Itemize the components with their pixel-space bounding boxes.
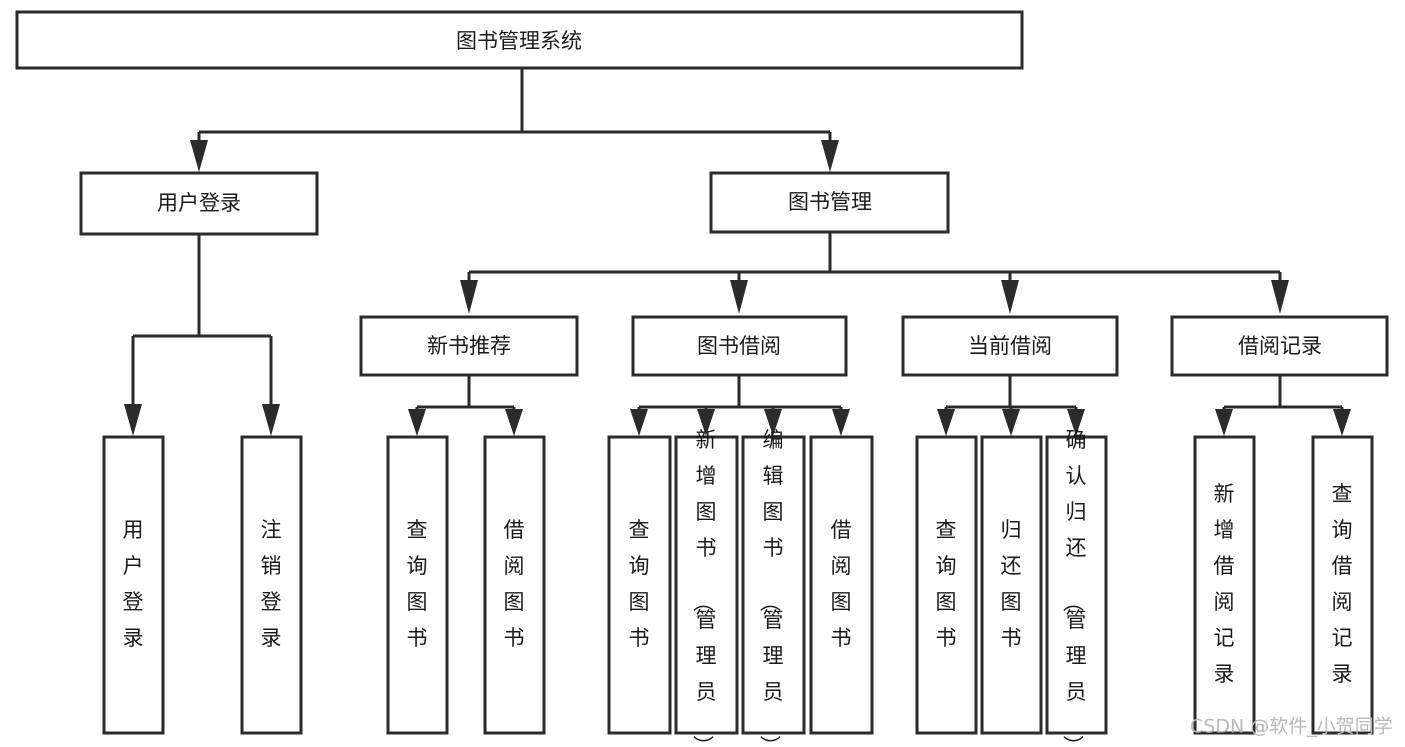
arrow-to-leaf-confirm-return: [1067, 409, 1085, 436]
arrow-to-leaf-borrow-book-2: [832, 409, 850, 436]
node-leaf-query-record-label: 查询借阅记录: [1332, 482, 1353, 686]
node-leaf-query-book-1-box[interactable]: [386, 435, 449, 735]
watermark: CSDN @软件_小贺同学: [1190, 716, 1393, 738]
node-layer: 图书管理系统 用户登录 图书管理 新书推荐 图书借阅 当前借阅: [15, 10, 1389, 747]
node-book-manage-box[interactable]: [709, 171, 950, 234]
connector-layer: [124, 68, 1351, 436]
node-leaf-query-book-1[interactable]: 查询图书: [386, 435, 449, 735]
node-leaf-confirm-return-label: 确认归还（管理员）: [1061, 428, 1087, 747]
node-new-book-rec[interactable]: 新书推荐: [359, 315, 579, 377]
node-leaf-confirm-return-box[interactable]: [1045, 435, 1108, 735]
node-leaf-logout-box[interactable]: [240, 435, 303, 735]
node-book-borrow-label: 图书借阅: [697, 334, 781, 358]
node-leaf-query-record-box[interactable]: [1311, 435, 1374, 735]
node-current-borrow-box[interactable]: [901, 315, 1119, 377]
node-leaf-confirm-return[interactable]: 确认归还（管理员）: [1045, 428, 1108, 747]
node-borrow-record[interactable]: 借阅记录: [1170, 315, 1389, 377]
arrow-to-user-login: [190, 140, 208, 172]
node-new-book-rec-box[interactable]: [359, 315, 579, 377]
arrow-to-book-borrow: [730, 280, 748, 314]
node-leaf-add-record-label: 新增借阅记录: [1214, 482, 1235, 686]
node-current-borrow-label: 当前借阅: [968, 334, 1052, 358]
node-leaf-query-book-2[interactable]: 查询图书: [607, 435, 672, 735]
arrow-to-leaf-return-book: [1002, 409, 1020, 436]
node-book-borrow-box[interactable]: [631, 315, 848, 377]
node-leaf-borrow-book-2-box[interactable]: [809, 435, 874, 735]
node-new-book-rec-label: 新书推荐: [427, 334, 511, 358]
node-leaf-query-record[interactable]: 查询借阅记录: [1311, 435, 1374, 735]
node-root[interactable]: 图书管理系统: [15, 10, 1024, 70]
node-leaf-query-book-3-label: 查询图书: [936, 518, 957, 650]
node-leaf-edit-book-label: 编辑图书（管理员）: [758, 428, 784, 747]
node-leaf-borrow-book-2[interactable]: 借阅图书: [809, 435, 874, 735]
node-root-label: 图书管理系统: [456, 29, 582, 53]
arrow-to-leaf-add-book: [697, 409, 715, 436]
arrow-to-leaf-add-record: [1215, 409, 1233, 436]
node-leaf-return-book-box[interactable]: [980, 435, 1043, 735]
arrow-to-leaf-borrow-book-1: [505, 409, 523, 436]
arrow-to-leaf-query-book-3: [937, 409, 955, 436]
node-user-login[interactable]: 用户登录: [79, 171, 319, 236]
node-leaf-return-book-label: 归还图书: [1001, 518, 1022, 650]
node-leaf-borrow-book-2-label: 借阅图书: [831, 518, 852, 650]
node-borrow-record-box[interactable]: [1170, 315, 1389, 377]
arrow-to-leaf-edit-book: [764, 409, 782, 436]
node-leaf-user-login-box[interactable]: [102, 435, 165, 735]
arrow-to-leaf-query-book-1: [408, 409, 426, 436]
node-leaf-logout[interactable]: 注销登录: [240, 435, 303, 735]
node-leaf-query-book-2-box[interactable]: [607, 435, 672, 735]
watermark-label: CSDN @软件_小贺同学: [1190, 716, 1393, 738]
node-user-login-box[interactable]: [79, 171, 319, 236]
arrow-to-book-manage: [821, 140, 839, 172]
node-leaf-user-login-label: 用户登录: [123, 518, 144, 650]
node-book-manage[interactable]: 图书管理: [709, 171, 950, 234]
node-root-box[interactable]: [15, 10, 1024, 70]
arrow-to-current-borrow: [1001, 280, 1019, 314]
arrow-to-leaf-query-book-2: [630, 409, 648, 436]
node-leaf-return-book[interactable]: 归还图书: [980, 435, 1043, 735]
node-borrow-record-label: 借阅记录: [1238, 334, 1322, 358]
node-user-login-label: 用户登录: [157, 191, 241, 215]
node-leaf-query-book-3-box[interactable]: [915, 435, 978, 735]
node-leaf-add-book-label: 新增图书（管理员）: [691, 428, 717, 747]
node-leaf-add-book[interactable]: 新增图书（管理员）: [674, 428, 739, 747]
arrow-to-new-book-rec: [460, 280, 478, 314]
node-leaf-edit-book[interactable]: 编辑图书（管理员）: [741, 428, 806, 747]
arrow-to-leaf-query-record: [1333, 409, 1351, 436]
node-leaf-user-login[interactable]: 用户登录: [102, 435, 165, 735]
node-leaf-query-book-2-label: 查询图书: [629, 518, 650, 650]
node-leaf-logout-label: 注销登录: [261, 518, 282, 650]
node-book-borrow[interactable]: 图书借阅: [631, 315, 848, 377]
node-leaf-borrow-book-1[interactable]: 借阅图书: [483, 435, 546, 735]
node-leaf-edit-book-box[interactable]: [741, 435, 806, 735]
node-leaf-add-book-box[interactable]: [674, 435, 739, 735]
arrow-to-leaf-user-login: [124, 404, 142, 436]
node-leaf-query-book-1-label: 查询图书: [407, 518, 428, 650]
node-current-borrow[interactable]: 当前借阅: [901, 315, 1119, 377]
node-leaf-add-record[interactable]: 新增借阅记录: [1193, 435, 1256, 735]
arrow-to-borrow-record: [1271, 280, 1289, 314]
node-book-manage-label: 图书管理: [788, 190, 872, 214]
arrow-to-leaf-logout: [262, 404, 280, 436]
node-leaf-borrow-book-1-label: 借阅图书: [504, 518, 525, 650]
node-leaf-borrow-book-1-box[interactable]: [483, 435, 546, 735]
node-leaf-add-record-box[interactable]: [1193, 435, 1256, 735]
node-leaf-query-book-3[interactable]: 查询图书: [915, 435, 978, 735]
